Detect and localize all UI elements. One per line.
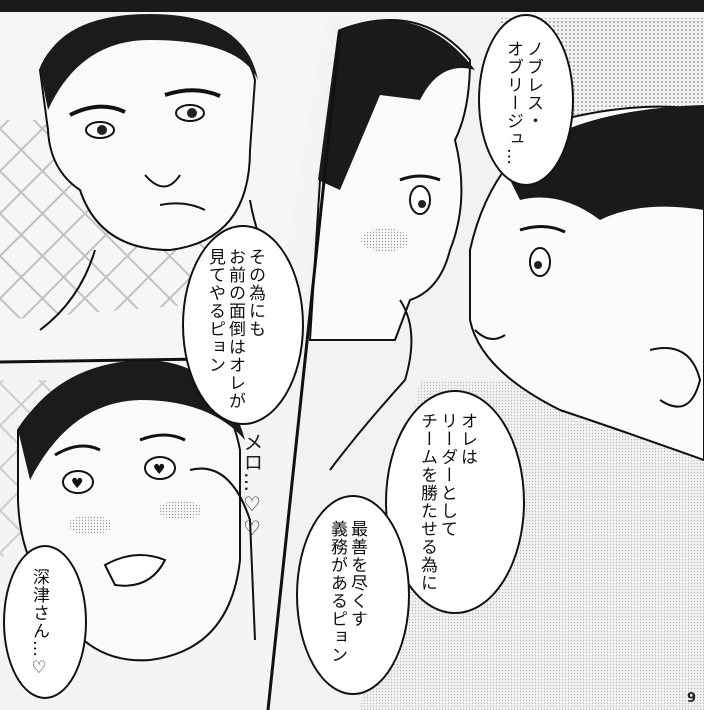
dialogue-sonotame: その為にも お前の面倒はオレが 見てやるピョン — [205, 248, 265, 410]
dialogue-fukatsu: 深津さん…♡ — [29, 568, 49, 679]
dialogue-noblesse: ノブレス・ オブリージュ… — [503, 40, 543, 166]
page-number: 9 — [686, 691, 696, 706]
speech-bubble-sonotame — [182, 225, 304, 425]
speech-bubble-saizen — [296, 495, 410, 695]
speech-bubble-noblesse — [478, 14, 574, 186]
speech-bubble-fukatsu — [3, 545, 87, 699]
dialogue-saizen: 最善を尽くす 義務があるピョン — [327, 520, 367, 664]
sfx-mero: メロ…♡♡ — [240, 432, 264, 540]
svg-text:♥: ♥ — [153, 462, 166, 478]
svg-text:♥: ♥ — [71, 476, 84, 492]
right-hair — [505, 105, 704, 220]
bottom-left-hair — [18, 360, 245, 480]
middle-hair — [318, 20, 475, 191]
dialogue-leader: オレは リーダーとして チームを勝たせる為に — [417, 412, 477, 592]
top-panel-strip — [0, 0, 704, 12]
top-left-hair — [40, 14, 258, 110]
